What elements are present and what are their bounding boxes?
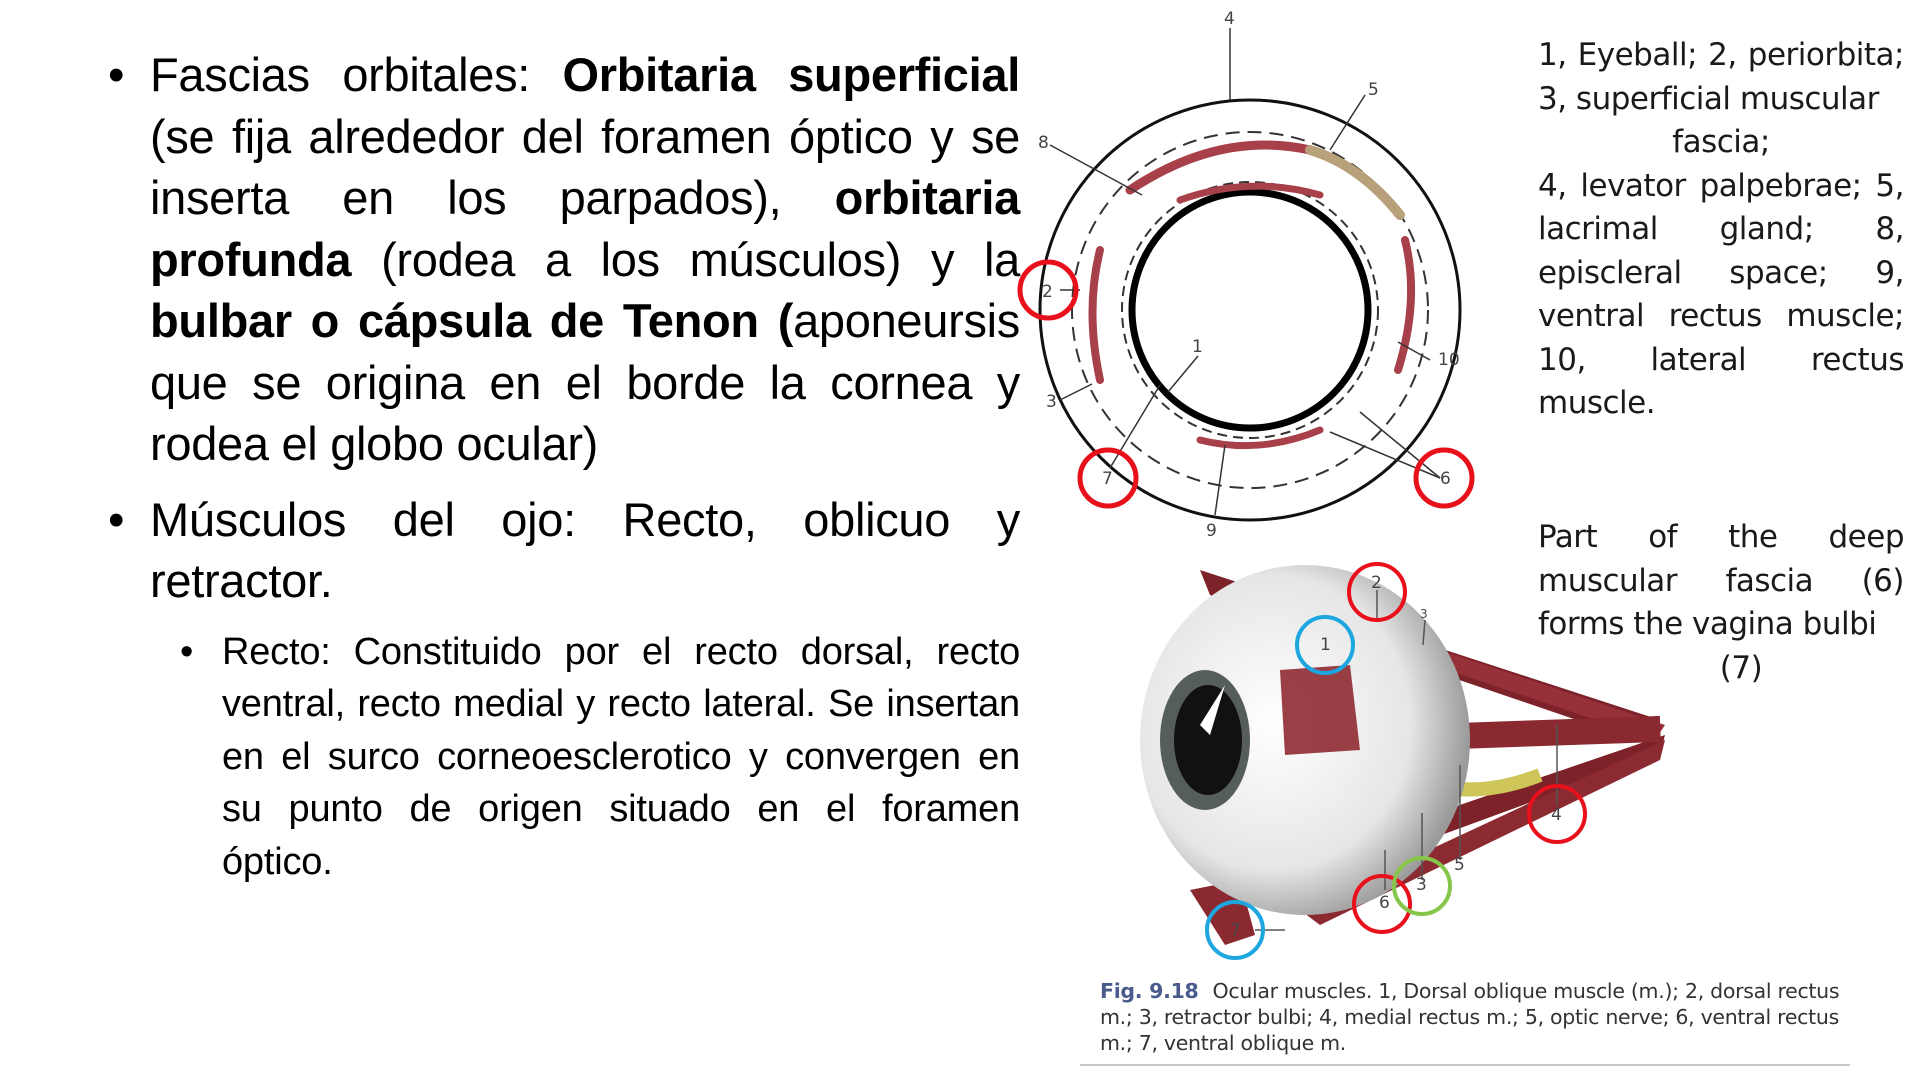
label-5: 5 — [1454, 855, 1465, 875]
highlight-circle-4 — [1527, 784, 1587, 844]
label-2: 2 — [1042, 282, 1053, 302]
note-overlap: (7) — [1719, 649, 1763, 686]
segment: (rodea a los músculos) y la — [351, 232, 1020, 286]
label-8: 8 — [1038, 133, 1049, 153]
vagina-bulbi-note: Part of the deep muscular fascia (6) for… — [1538, 516, 1905, 690]
legend-line: 4, levator palpebrae; 5, lacrimal gland;… — [1538, 167, 1905, 422]
figure-number: Fig. 9.18 — [1100, 979, 1199, 1003]
label-1: 1 — [1320, 635, 1331, 655]
label-7: 7 — [1102, 469, 1113, 489]
label-3: 3 — [1416, 875, 1427, 895]
bullet-fascias: • Fascias orbitales: Orbitaria superfici… — [108, 44, 1020, 475]
highlight-circle-3 — [1392, 856, 1452, 916]
orbit-cross-section-diagram: 4 5 8 2 3 1 7 9 10 6 — [1017, 9, 1475, 541]
bullet-dot: • — [108, 492, 125, 546]
label-3-top: 3 — [1420, 607, 1428, 621]
segment-bold: bulbar o cápsula de Tenon ( — [150, 294, 794, 347]
diagram-legend: 1, Eyeball; 2, periorbita; 3, superficia… — [1538, 34, 1905, 426]
bullet-dot: • — [108, 48, 125, 101]
segment: (se fija alrededor del foramen óptico y … — [150, 109, 1020, 225]
label-7: 7 — [1230, 921, 1241, 941]
ocular-muscles-figure: 2 1 3 4 5 3 6 7 — [1140, 562, 1665, 960]
label-1: 1 — [1192, 337, 1203, 357]
highlight-circle-2 — [1017, 259, 1079, 321]
label-2: 2 — [1371, 573, 1382, 593]
label-10: 10 — [1438, 350, 1460, 370]
segment-bold: Orbitaria superficial — [562, 48, 1021, 101]
label-5: 5 — [1368, 80, 1379, 100]
caption-divider — [1080, 1064, 1850, 1066]
caption-text: Ocular muscles. 1, Dorsal oblique muscle… — [1100, 979, 1840, 1055]
sub-bullet-recto: • Recto: Constituido por el recto dorsal… — [180, 626, 1020, 889]
highlight-circle-6 — [1352, 874, 1412, 934]
label-4: 4 — [1551, 805, 1562, 825]
legend-line: fascia; — [1672, 124, 1770, 160]
label-9: 9 — [1206, 521, 1217, 541]
segment: aponeursis que se origina en el borde la… — [150, 294, 1020, 470]
segment-bold: orbitaria profunda — [150, 171, 1020, 286]
sub-bullet-text: Recto: Constituido por el recto dorsal, … — [222, 630, 1020, 883]
label-3: 3 — [1046, 392, 1057, 412]
slide-text: • Fascias orbitales: Orbitaria superfici… — [108, 44, 1020, 888]
bullet-text: Músculos del ojo: Recto, oblicuo y retra… — [150, 492, 1020, 608]
label-6: 6 — [1379, 893, 1390, 913]
bullet-dot: • — [180, 630, 194, 673]
highlight-circle-6 — [1413, 447, 1475, 509]
label-6: 6 — [1440, 469, 1451, 489]
highlight-circle-1 — [1295, 615, 1355, 675]
segment: Fascias orbitales: — [150, 48, 563, 101]
highlight-circle-2 — [1347, 562, 1407, 622]
highlight-circle-7 — [1205, 900, 1265, 960]
legend-line: 1, Eyeball; 2, periorbita; 3, superficia… — [1538, 37, 1905, 117]
highlight-circle-7 — [1077, 447, 1139, 509]
note-text: Part of the deep muscular fascia (6) for… — [1538, 519, 1905, 642]
label-4: 4 — [1224, 9, 1235, 29]
bullet-musculos: • Músculos del ojo: Recto, oblicuo y ret… — [108, 489, 1020, 612]
